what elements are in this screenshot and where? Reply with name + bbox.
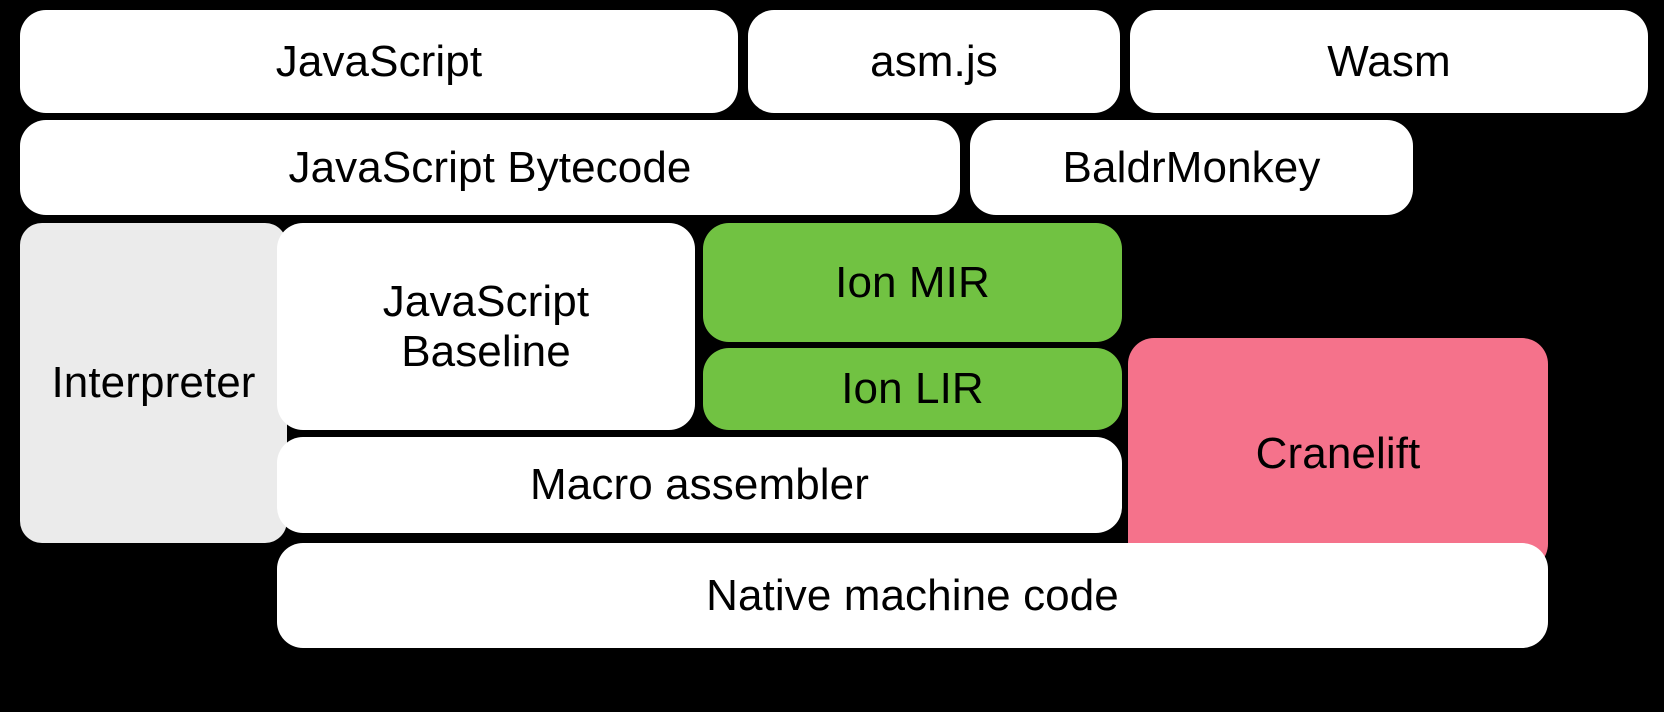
node-wasm: Wasm [1130, 10, 1648, 113]
node-native-machine-code: Native machine code [277, 543, 1548, 648]
node-macro-assembler: Macro assembler [277, 437, 1122, 533]
node-javascript: JavaScript [20, 10, 738, 113]
node-asm-js: asm.js [748, 10, 1120, 113]
node-javascript-baseline: JavaScript Baseline [277, 223, 695, 430]
node-javascript-bytecode: JavaScript Bytecode [20, 120, 960, 215]
node-cranelift: Cranelift [1128, 338, 1548, 570]
node-ion-mir: Ion MIR [703, 223, 1122, 342]
node-interpreter: Interpreter [20, 223, 287, 543]
node-ion-lir: Ion LIR [703, 348, 1122, 430]
node-baldrmonkey: BaldrMonkey [970, 120, 1413, 215]
